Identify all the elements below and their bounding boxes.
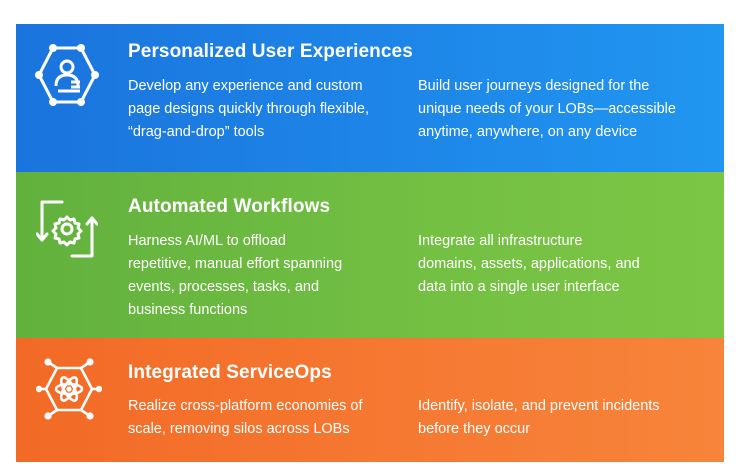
section-description-left: Develop any experience and custom page d… (128, 78, 370, 140)
section-description-left: Realize cross-platform economies of scal… (128, 398, 363, 437)
section-description-right: Identify, isolate, and prevent incidents… (418, 398, 660, 437)
section-automated-workflows: Automated Workflows Harness AI/ML to off… (16, 172, 724, 338)
section-description-left: Harness AI/ML to offload repetitive, man… (128, 233, 343, 318)
user-profile-hexagon-icon (35, 44, 99, 106)
section-personalized-user-experiences: Personalized User Experiences Develop an… (16, 24, 724, 172)
atom-network-icon (36, 358, 102, 420)
section-title: Integrated ServiceOps (128, 362, 332, 383)
feature-panel: Personalized User Experiences Develop an… (16, 24, 724, 462)
section-description-right: Build user journeys designed for the uni… (418, 78, 676, 140)
gear-cycle-icon (36, 200, 98, 258)
section-title: Personalized User Experiences (128, 41, 413, 62)
section-title: Automated Workflows (128, 196, 331, 217)
section-description-right: Integrate all infrastructure domains, as… (418, 233, 640, 295)
section-integrated-serviceops: Integrated ServiceOps Realize cross-plat… (16, 338, 724, 462)
